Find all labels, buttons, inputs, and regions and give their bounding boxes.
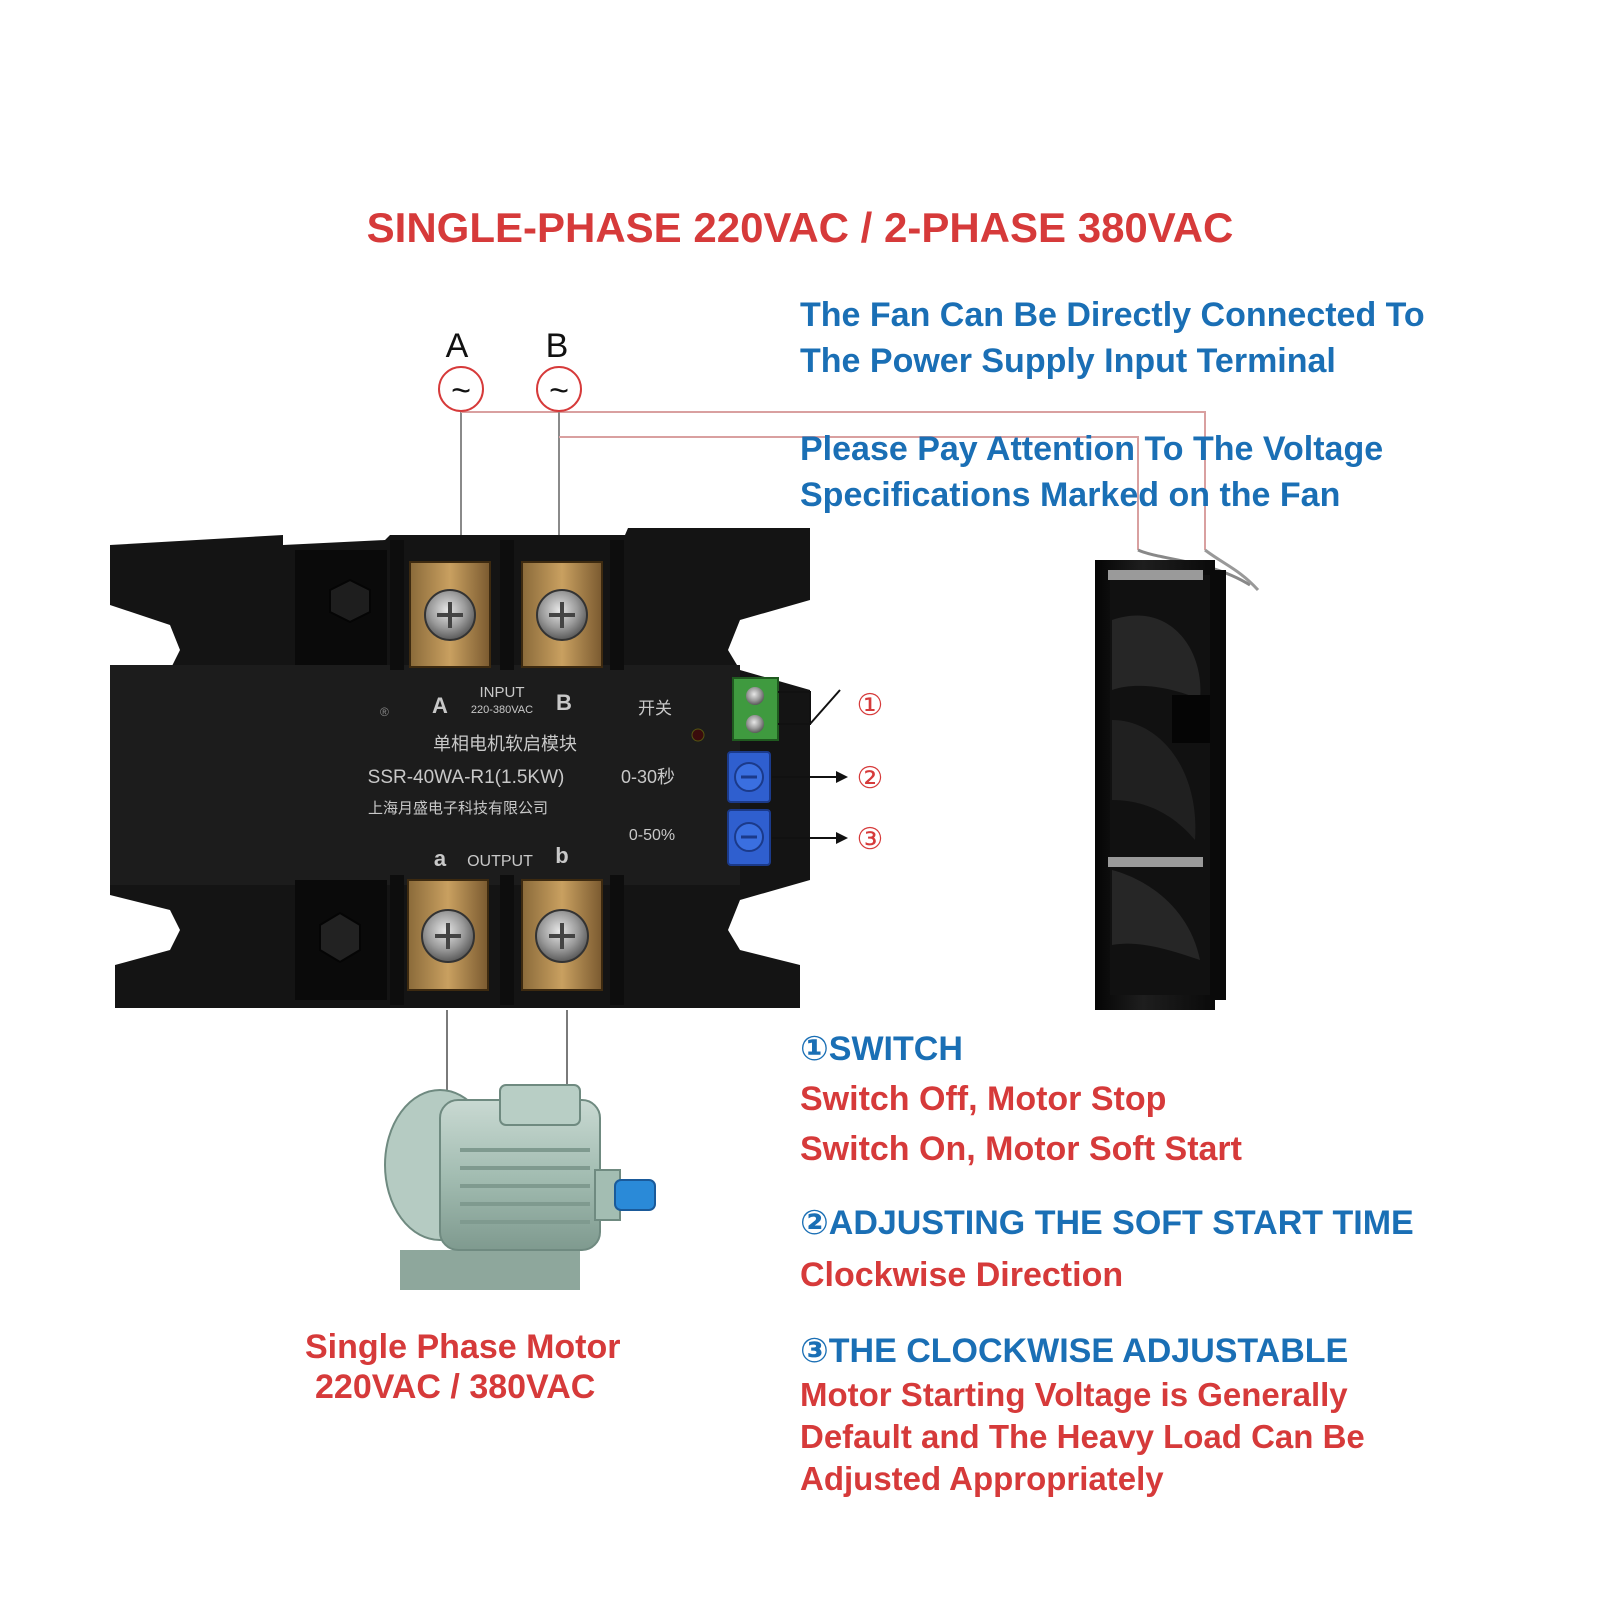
callout-1: ① [857,689,884,722]
callout-switch: ① [778,689,884,725]
switch-connector [732,677,779,741]
note-switch-line: Switch On, Motor Soft Start [800,1130,1242,1168]
motor-caption-line: 220VAC / 380VAC [315,1368,596,1406]
supply-terminal-b-label: B [546,327,569,365]
screw-icon [746,715,764,733]
registered-mark: ® [380,705,389,719]
wire-supply-b-to-fan [559,436,1139,550]
note-time-line: Clockwise Direction [800,1256,1124,1294]
cooling-fan [1095,548,1260,1010]
motor-base [400,1250,580,1290]
led-indicator [691,728,705,742]
fan-grille-top [1108,570,1203,580]
motor-caption-line: Single Phase Motor [305,1328,621,1366]
ac-symbol: ~ [549,372,569,410]
fan-grille-bottom [1108,857,1203,867]
hex-bolt-icon [319,911,361,964]
time-range: 0-30秒 [621,767,675,787]
wires [446,411,1206,1105]
fan-note-line: Please Pay Attention To The Voltage [800,430,1384,468]
callout-time: ② [772,762,883,795]
start-voltage-pot [727,809,771,866]
note-voltage-line: Motor Starting Voltage is Generally [800,1376,1348,1413]
note-switch-line: Switch Off, Motor Stop [800,1080,1167,1118]
ac-source-icon [536,366,582,412]
fan-blade [1112,870,1200,960]
manufacturer: 上海月盛电子科技有限公司 [368,800,548,817]
note-switch-heading: ①SWITCH [800,1030,963,1068]
ac-symbol: ~ [451,372,471,410]
arrow-right-icon [836,771,848,783]
page-title: SINGLE-PHASE 220VAC / 2-PHASE 380VAC [366,204,1234,251]
soft-start-time-pot [727,751,771,803]
supply-terminal-a-label: A [446,327,469,365]
motor-shaft [614,1179,656,1211]
hex-bolt-icon [329,578,371,624]
model-number: SSR-40WA-R1(1.5KW) [368,767,565,788]
module-name-cn: 单相电机软启模块 [433,734,577,754]
motor-terminal-box [499,1084,581,1126]
input-terminal-a [409,561,491,668]
input-a-label: A [432,693,448,718]
ac-source-icon [438,366,484,412]
soft-start-module: ® A INPUT 220-380VAC B 开关 单相电机软启模块 SSR-4… [110,528,810,1008]
fan-note-line: The Power Supply Input Terminal [800,342,1336,380]
input-b-label: B [556,690,572,715]
output-label: OUTPUT [467,853,533,870]
screw-icon [746,687,764,705]
single-phase-motor [384,1084,656,1290]
note-voltage-line: Adjusted Appropriately [800,1460,1164,1497]
input-voltage: 220-380VAC [471,704,533,716]
wire-supply-a-to-fan [461,411,1206,550]
callout-voltage: ③ [772,823,883,856]
arrow-right-icon [836,832,848,844]
callout-3: ③ [857,823,884,856]
supply-terminal-a: A ~ [438,327,484,412]
switch-label: 开关 [638,699,672,718]
fan-blade [1112,615,1201,700]
motor-cooling-fins [460,1148,590,1224]
input-label: INPUT [480,684,525,701]
fan-hub [1172,695,1210,743]
output-terminal-a [407,879,489,991]
fan-blade [1112,720,1196,840]
output-b-label: b [555,843,568,868]
fan-note-line: Specifications Marked on the Fan [800,476,1341,514]
note-voltage-heading: ③THE CLOCKWISE ADJUSTABLE [800,1332,1349,1370]
module-printing: ® A INPUT 220-380VAC B 开关 单相电机软启模块 SSR-4… [368,684,705,871]
output-terminal-b [521,879,603,991]
output-a-label: a [434,846,447,871]
callout-2: ② [857,762,884,795]
voltage-range: 0-50% [629,827,675,844]
module-face [110,665,740,885]
fan-note-line: The Fan Can Be Directly Connected To [800,296,1425,334]
supply-terminal-b: B ~ [536,327,582,412]
input-terminal-b [521,561,603,668]
note-time-heading: ②ADJUSTING THE SOFT START TIME [800,1204,1414,1242]
note-voltage-line: Default and The Heavy Load Can Be [800,1418,1365,1455]
